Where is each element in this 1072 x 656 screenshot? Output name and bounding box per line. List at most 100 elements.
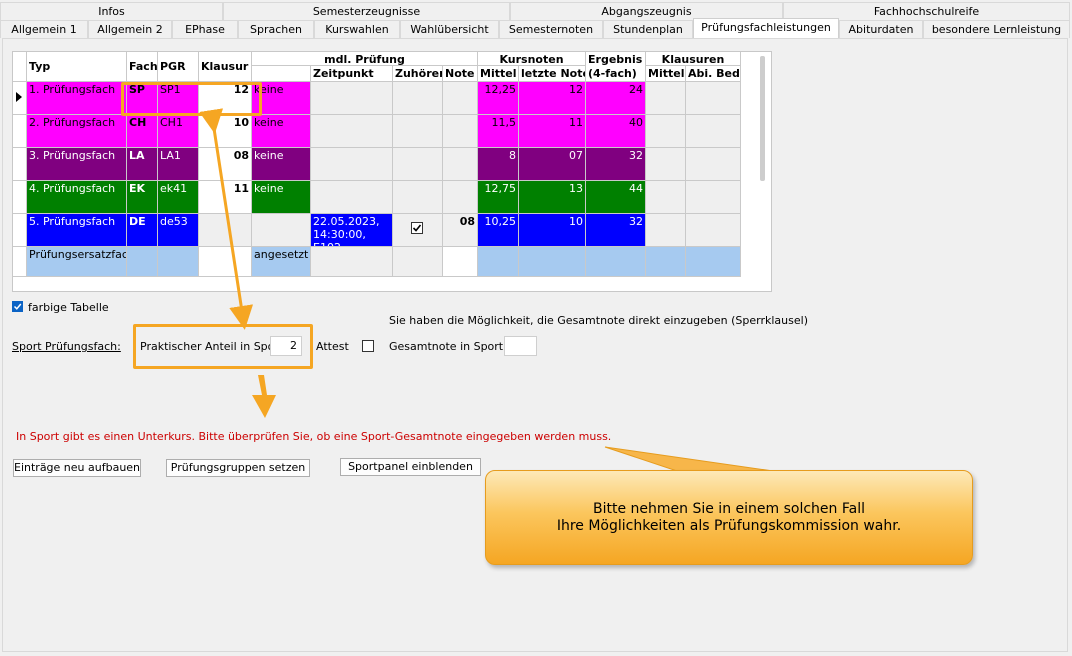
cell-fach[interactable]: LA [127,148,158,181]
cell-typ[interactable]: 2. Prüfungsfach [27,115,127,148]
cell-abi-bed[interactable] [686,181,741,214]
cell-letzte-note[interactable] [519,247,586,277]
cell-letzte-note[interactable]: 10 [519,214,586,247]
cell-letzte-note[interactable]: 07 [519,148,586,181]
tab-infos[interactable]: Infos [0,2,223,20]
cell-fach[interactable]: DE [127,214,158,247]
zuhoerer-checkbox[interactable] [411,222,423,234]
cell-letzte-note[interactable]: 11 [519,115,586,148]
cell-mdl[interactable]: keine [252,115,311,148]
tab-wahluebersicht[interactable]: Wahlübersicht [400,20,499,38]
cell-fach[interactable]: CH [127,115,158,148]
cell-zuhoerer[interactable] [393,82,443,115]
cell-letzte-note[interactable]: 12 [519,82,586,115]
tab-abiturdaten[interactable]: Abiturdaten [839,20,923,38]
cell-ergebnis[interactable]: 24 [586,82,646,115]
cell-abi-bed[interactable] [686,115,741,148]
cell-note[interactable]: 08 [443,214,478,247]
tab-allgemein-1[interactable]: Allgemein 1 [0,20,88,38]
cell-fach[interactable]: SP [127,82,158,115]
cell-pgr[interactable]: CH1 [158,115,199,148]
cell-typ[interactable]: Prüfungsersatzfach [27,247,127,277]
cell-pgr[interactable]: de53 [158,214,199,247]
eintraege-neu-aufbauen-button[interactable]: Einträge neu aufbauen [13,459,141,477]
cell-k-mittel[interactable] [646,148,686,181]
tab-fachhochschulreife[interactable]: Fachhochschulreife [783,2,1070,20]
cell-pgr[interactable] [158,247,199,277]
cell-zeitpunkt[interactable]: 22.05.2023, 14:30:00, E102 [311,214,393,247]
cell-fach[interactable] [127,247,158,277]
cell-mittel[interactable]: 12,75 [478,181,519,214]
cell-mdl[interactable]: keine [252,148,311,181]
cell-abi-bed[interactable] [686,247,741,277]
tab-semesterzeugnisse[interactable]: Semesterzeugnisse [223,2,510,20]
cell-k-mittel[interactable] [646,247,686,277]
cell-zeitpunkt[interactable] [311,82,393,115]
tab-sprachen[interactable]: Sprachen [238,20,314,38]
row-selector[interactable] [13,247,27,277]
pruefungsgruppen-setzen-button[interactable]: Prüfungsgruppen setzen [166,459,310,477]
cell-zuhoerer[interactable] [393,148,443,181]
cell-note[interactable] [443,148,478,181]
cell-zeitpunkt[interactable] [311,247,393,277]
tab-pruefungsfachleistungen[interactable]: Prüfungsfachleistungen [693,18,839,38]
tab-semesternoten[interactable]: Semesternoten [499,20,603,38]
cell-typ[interactable]: 5. Prüfungsfach [27,214,127,247]
cell-k-mittel[interactable] [646,82,686,115]
cell-ergebnis[interactable]: 40 [586,115,646,148]
cell-zuhoerer[interactable] [393,115,443,148]
cell-note[interactable] [443,115,478,148]
praktischer-anteil-input[interactable]: 2 [270,336,302,356]
cell-fach[interactable]: EK [127,181,158,214]
cell-ergebnis[interactable]: 32 [586,148,646,181]
cell-pgr[interactable]: LA1 [158,148,199,181]
cell-ergebnis[interactable]: 32 [586,214,646,247]
gesamtnote-input[interactable] [504,336,537,356]
cell-mittel[interactable] [478,247,519,277]
tab-besondere-lernleistung[interactable]: besondere Lernleistung [923,20,1070,38]
cell-mittel[interactable]: 10,25 [478,214,519,247]
cell-typ[interactable]: 4. Prüfungsfach [27,181,127,214]
cell-typ[interactable]: 1. Prüfungsfach [27,82,127,115]
cell-pgr[interactable]: ek41 [158,181,199,214]
cell-k-mittel[interactable] [646,214,686,247]
cell-zuhoerer[interactable] [393,247,443,277]
attest-checkbox[interactable] [362,340,374,352]
row-selector[interactable] [13,181,27,214]
cell-zuhoerer[interactable] [393,214,443,247]
cell-note[interactable] [443,181,478,214]
cell-k-mittel[interactable] [646,115,686,148]
cell-mdl[interactable]: angesetzt [252,247,311,277]
row-selector[interactable] [13,214,27,247]
cell-zeitpunkt[interactable] [311,181,393,214]
cell-letzte-note[interactable]: 13 [519,181,586,214]
grid-scrollbar[interactable] [760,56,765,181]
cell-abi-bed[interactable] [686,214,741,247]
tab-kurswahlen[interactable]: Kurswahlen [314,20,400,38]
row-selector[interactable] [13,82,27,115]
tab-ephase[interactable]: EPhase [172,20,238,38]
farbige-tabelle-checkbox[interactable] [12,301,23,312]
row-selector[interactable] [13,115,27,148]
cell-ergebnis[interactable] [586,247,646,277]
tab-stundenplan[interactable]: Stundenplan [603,20,693,38]
cell-zeitpunkt[interactable] [311,148,393,181]
cell-abi-bed[interactable] [686,148,741,181]
cell-mittel[interactable]: 12,25 [478,82,519,115]
cell-typ[interactable]: 3. Prüfungsfach [27,148,127,181]
tab-allgemein-2[interactable]: Allgemein 2 [88,20,172,38]
cell-mittel[interactable]: 11,5 [478,115,519,148]
cell-mittel[interactable]: 8 [478,148,519,181]
cell-mdl[interactable]: keine [252,181,311,214]
tab-abgangszeugnis[interactable]: Abgangszeugnis [510,2,783,20]
cell-zuhoerer[interactable] [393,181,443,214]
cell-abi-bed[interactable] [686,82,741,115]
cell-note[interactable] [443,247,478,277]
cell-mdl[interactable] [252,214,311,247]
sportpanel-einblenden-button[interactable]: Sportpanel einblenden [340,458,481,476]
cell-zeitpunkt[interactable] [311,115,393,148]
row-selector[interactable] [13,148,27,181]
cell-ergebnis[interactable]: 44 [586,181,646,214]
cell-note[interactable] [443,82,478,115]
cell-k-mittel[interactable] [646,181,686,214]
